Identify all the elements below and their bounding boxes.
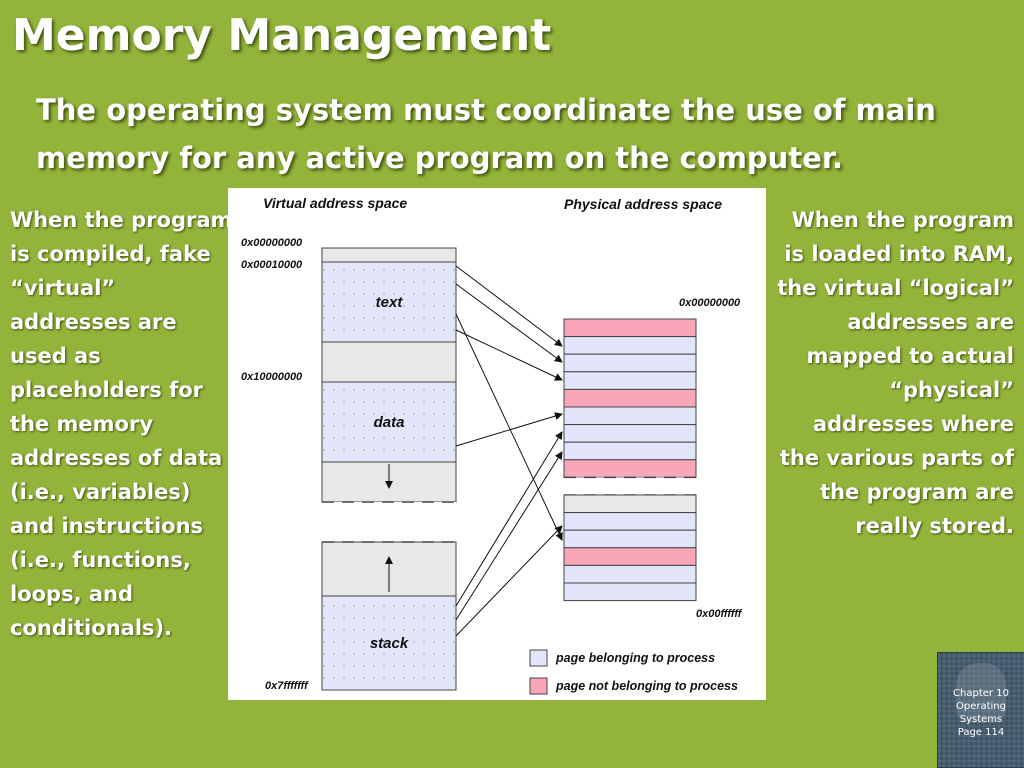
- virtual-addr-end: 0x7fffffff: [265, 680, 309, 692]
- physical-page-other: [563, 459, 697, 478]
- mapping-arrow: [455, 431, 563, 607]
- virtual-addr-text-start: 0x00010000: [241, 259, 303, 271]
- chapter-badge: Chapter 10 Operating Systems Page 114: [937, 652, 1024, 768]
- stack-segment-label: stack: [370, 635, 409, 652]
- physical-page-own: [563, 582, 697, 602]
- virtual-addr-data-start: 0x10000000: [241, 371, 303, 383]
- physical-page-own: [563, 564, 697, 584]
- mapping-arrow: [455, 329, 563, 381]
- physical-pages: [563, 318, 697, 602]
- physical-page-own: [563, 529, 697, 549]
- physical-addr-end: 0x00ffffff: [696, 608, 743, 620]
- physical-page-gap: [564, 477, 696, 495]
- physical-page-unused: [563, 494, 697, 514]
- mapping-arrow: [455, 313, 563, 541]
- mapping-arrow: [455, 412, 563, 447]
- physical-page-other: [563, 547, 697, 566]
- text-segment-label: text: [376, 294, 404, 311]
- mapping-arrow: [455, 525, 563, 637]
- physical-page-own: [563, 371, 697, 390]
- slide-title: Memory Management: [12, 10, 552, 61]
- handprint-logo: [956, 663, 1006, 723]
- left-explanation: When the program is compiled, fake “virt…: [10, 208, 233, 640]
- legend-own-label: page belonging to process: [555, 651, 715, 665]
- legend-swatch-own: [529, 649, 548, 667]
- virtual-heading: Virtual address space: [263, 195, 407, 211]
- legend-swatch-not-own: [529, 677, 548, 695]
- physical-page-own: [563, 353, 697, 373]
- virtual-column: text data stack: [321, 247, 457, 691]
- mapping-arrows: [455, 265, 563, 637]
- legend: page belonging to process page not belon…: [529, 649, 738, 695]
- physical-addr-start: 0x00000000: [679, 297, 741, 309]
- free-gap: [322, 502, 456, 542]
- physical-heading: Physical address space: [564, 196, 722, 212]
- physical-page-own: [563, 336, 697, 355]
- chapter-page-label: Chapter 10 Operating Systems Page 114: [953, 688, 1009, 738]
- mapping-arrow: [455, 283, 563, 363]
- slide-subtitle: The operating system must coordinate the…: [36, 93, 936, 175]
- physical-page-other: [563, 388, 697, 408]
- mapping-arrow: [455, 265, 563, 347]
- virtual-addr-start: 0x00000000: [241, 237, 303, 249]
- data-segment-label: data: [374, 414, 405, 431]
- physical-page-own: [563, 512, 697, 531]
- physical-page-own: [563, 424, 697, 443]
- physical-page-own: [563, 441, 697, 461]
- unused-region: [321, 341, 457, 383]
- mapping-arrow: [455, 451, 563, 621]
- legend-not-own-label: page not belonging to process: [555, 679, 738, 693]
- physical-page-own: [563, 406, 697, 426]
- right-explanation: When the program is loaded into RAM, the…: [777, 208, 1014, 538]
- virtual-reserved-region: [321, 247, 457, 263]
- physical-page-other: [563, 318, 697, 338]
